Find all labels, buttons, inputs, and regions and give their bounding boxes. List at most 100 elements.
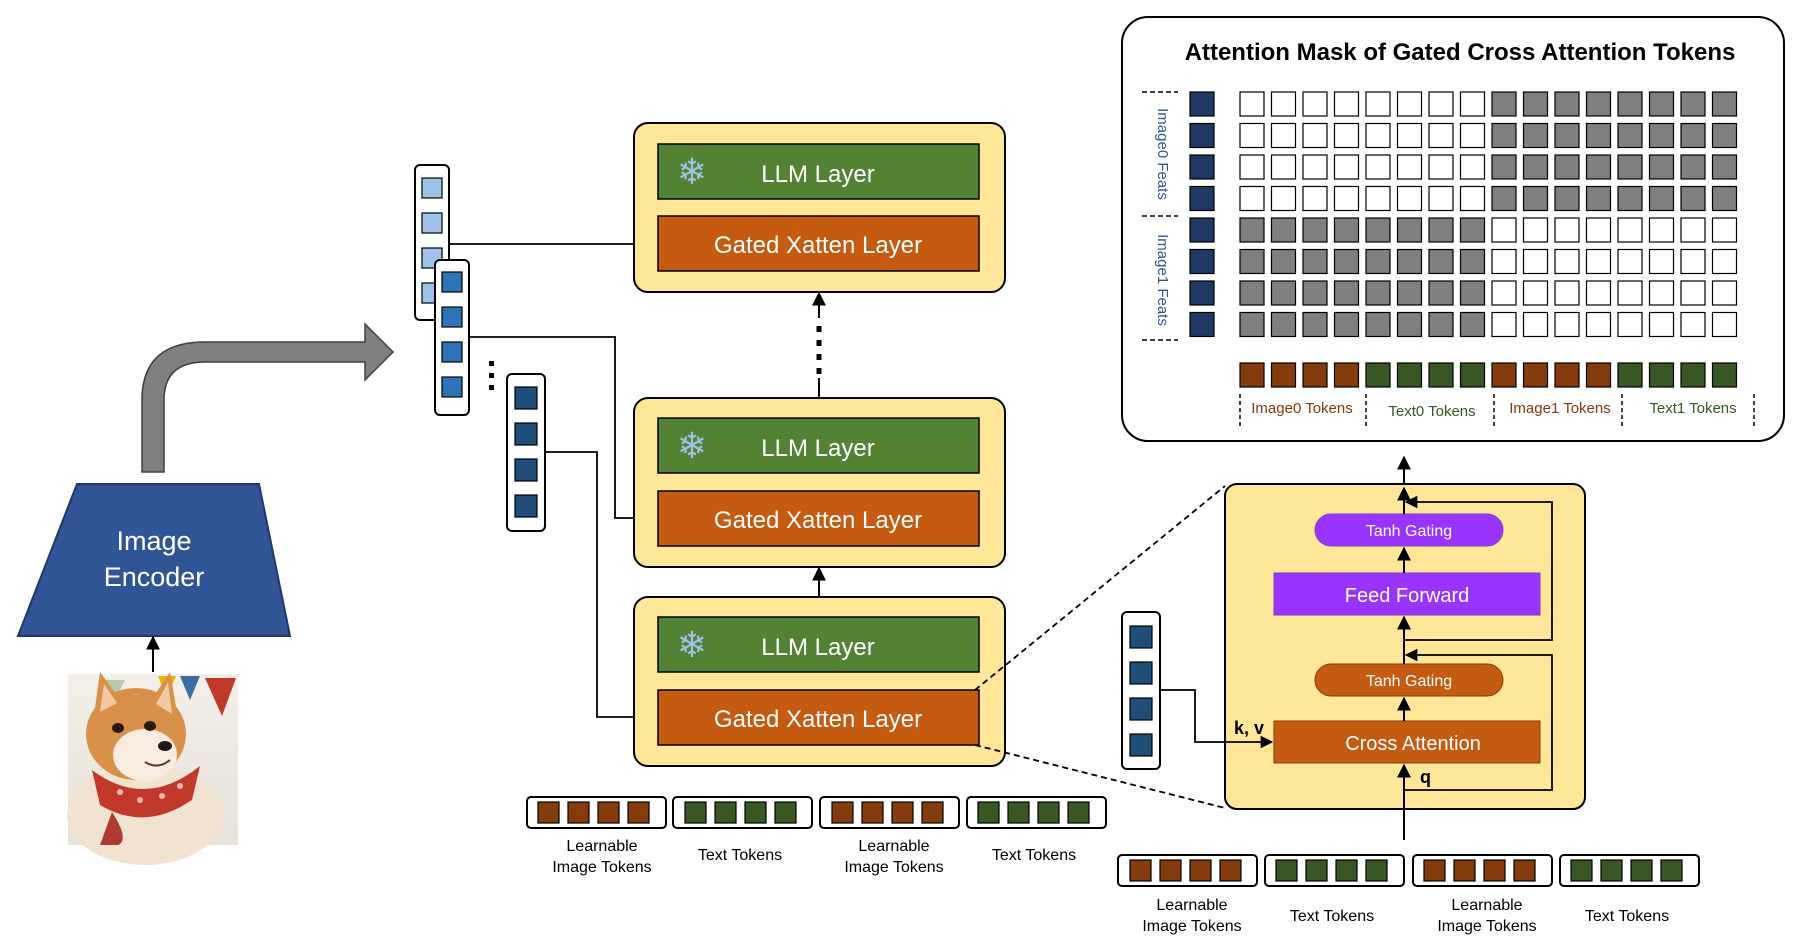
snowflake-icon: ❄ — [677, 151, 707, 192]
mask-cell-masked — [1302, 280, 1328, 306]
mask-cell-masked — [1617, 122, 1643, 149]
mask-cell-masked — [1491, 91, 1517, 117]
stack-block-middle: ❄ LLM Layer Gated Xatten Layer — [633, 397, 1006, 568]
token-group-text-1: Text Tokens — [672, 796, 813, 864]
mask-cell-visible — [1396, 154, 1423, 180]
mask-cell-visible — [1365, 154, 1391, 180]
mask-cell-masked — [1554, 91, 1580, 117]
mask-cell-visible — [1585, 248, 1612, 275]
kv-label: k, v — [1234, 718, 1264, 738]
mask-text-token-square — [1365, 362, 1391, 388]
mask-cell-visible — [1585, 311, 1612, 338]
zoom-line-bottom — [974, 744, 1226, 809]
mask-row-feature-square — [1189, 280, 1215, 306]
gated-xattn-detail: Tanh Gating Feed Forward Tanh Gating Cro… — [1224, 483, 1586, 840]
mask-cell-visible — [1554, 311, 1580, 338]
mask-cell-visible — [1365, 185, 1391, 212]
mask-row-feature-square — [1189, 311, 1215, 338]
mask-cell-masked — [1711, 91, 1738, 117]
feed-forward-label: Feed Forward — [1345, 585, 1470, 607]
col-label-image1: Image1 Tokens — [1509, 400, 1610, 417]
gated-layer-label: Gated Xatten Layer — [714, 232, 922, 259]
detail-token-group-text-1: Text Tokens — [1264, 854, 1405, 925]
mask-text-token-square — [1680, 362, 1706, 388]
mask-cell-masked — [1585, 122, 1612, 149]
mask-cell-visible — [1585, 217, 1612, 243]
mask-cell-masked — [1585, 91, 1612, 117]
snowflake-icon: ❄ — [677, 425, 707, 466]
mask-cell-visible — [1680, 217, 1706, 243]
token-group-learnable-1: Learnable Image Tokens — [526, 796, 667, 876]
mask-grid — [1239, 91, 1738, 338]
mask-cell-masked — [1617, 185, 1643, 212]
snowflake-icon: ❄ — [677, 624, 707, 665]
mask-cell-visible — [1239, 154, 1265, 180]
image-encoder: Image Encoder — [16, 483, 292, 637]
feature-column-mid — [434, 259, 470, 416]
mask-row-feature-square — [1189, 217, 1215, 243]
encoder-label-line2: Encoder — [104, 562, 205, 592]
mask-cell-masked — [1396, 280, 1423, 306]
llm-layer-label: LLM Layer — [761, 435, 874, 462]
col-label-image0: Image0 Tokens — [1251, 400, 1352, 417]
mask-cell-visible — [1648, 217, 1675, 243]
mask-cell-masked — [1459, 248, 1486, 275]
mask-cell-masked — [1711, 154, 1738, 180]
mask-cell-visible — [1396, 91, 1423, 117]
ellipsis-dots — [489, 361, 494, 390]
mask-cell-masked — [1522, 122, 1549, 149]
mask-image-token-square — [1522, 362, 1549, 388]
mask-cell-visible — [1239, 185, 1265, 212]
mask-cell-masked — [1428, 311, 1454, 338]
mask-cell-masked — [1302, 217, 1328, 243]
mask-cell-masked — [1554, 185, 1580, 212]
mask-cell-visible — [1522, 248, 1549, 275]
mask-cell-masked — [1239, 217, 1265, 243]
mask-row-features — [1189, 91, 1215, 338]
mask-cell-visible — [1270, 185, 1297, 212]
mask-image-token-square — [1585, 362, 1612, 388]
mask-cell-masked — [1459, 280, 1486, 306]
mask-text-token-square — [1711, 362, 1738, 388]
mask-cell-masked — [1491, 185, 1517, 212]
text-tokens-label: Text Tokens — [1585, 908, 1669, 925]
row-label-image1: Image1 Feats — [1154, 234, 1171, 326]
mask-cell-visible — [1270, 91, 1297, 117]
kv-arrow — [1160, 689, 1274, 749]
text-tokens-label: Text Tokens — [1290, 908, 1374, 925]
learnable-label-line2: Image Tokens — [1437, 918, 1536, 935]
detail-token-group-learnable-2: Learnable Image Tokens — [1412, 854, 1553, 935]
mask-cell-masked — [1617, 154, 1643, 180]
mask-cell-masked — [1711, 185, 1738, 212]
mask-cell-masked — [1491, 154, 1517, 180]
mask-image-token-square — [1302, 362, 1328, 388]
mask-cell-visible — [1491, 217, 1517, 243]
mask-cell-visible — [1680, 311, 1706, 338]
mask-cell-visible — [1491, 280, 1517, 306]
mask-cell-visible — [1302, 122, 1328, 149]
mask-cell-visible — [1333, 185, 1360, 212]
mask-cell-visible — [1522, 217, 1549, 243]
text-tokens-label: Text Tokens — [992, 847, 1076, 864]
mask-cell-visible — [1711, 311, 1738, 338]
mask-cell-visible — [1428, 91, 1454, 117]
mask-cell-visible — [1396, 185, 1423, 212]
mask-cell-visible — [1302, 91, 1328, 117]
mask-cell-masked — [1302, 311, 1328, 338]
mask-cell-visible — [1554, 248, 1580, 275]
mask-cell-masked — [1711, 122, 1738, 149]
mask-cell-masked — [1239, 280, 1265, 306]
mask-cell-masked — [1680, 185, 1706, 212]
mask-cell-masked — [1680, 122, 1706, 149]
mask-cell-visible — [1711, 248, 1738, 275]
mask-cell-masked — [1585, 154, 1612, 180]
detail-token-group-text-2: Text Tokens — [1559, 854, 1700, 925]
mask-cell-masked — [1680, 154, 1706, 180]
mask-cell-visible — [1302, 185, 1328, 212]
mask-cell-masked — [1396, 217, 1423, 243]
mask-cell-masked — [1459, 311, 1486, 338]
mask-cell-visible — [1459, 91, 1486, 117]
zoom-line-top — [974, 485, 1226, 691]
mask-cell-masked — [1585, 185, 1612, 212]
mask-cell-visible — [1711, 217, 1738, 243]
